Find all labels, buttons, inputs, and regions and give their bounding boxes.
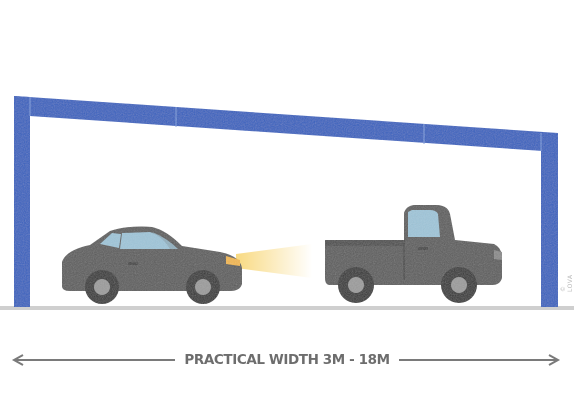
width-caption: PRACTICAL WIDTH 3M - 18M	[0, 352, 574, 368]
ground-line	[0, 306, 574, 310]
right-column	[541, 133, 558, 307]
left-column	[14, 96, 30, 307]
headlight-beam	[236, 244, 312, 278]
sedan-car-icon	[62, 226, 242, 304]
roof-beam	[14, 96, 558, 152]
double-headed-arrow-icon	[11, 354, 561, 366]
pickup-truck-icon	[325, 205, 502, 303]
width-caption-text: PRACTICAL WIDTH 3M - 18M	[175, 352, 399, 368]
carport-frame	[14, 96, 558, 307]
watermark: © LOVA FED	[560, 274, 574, 292]
